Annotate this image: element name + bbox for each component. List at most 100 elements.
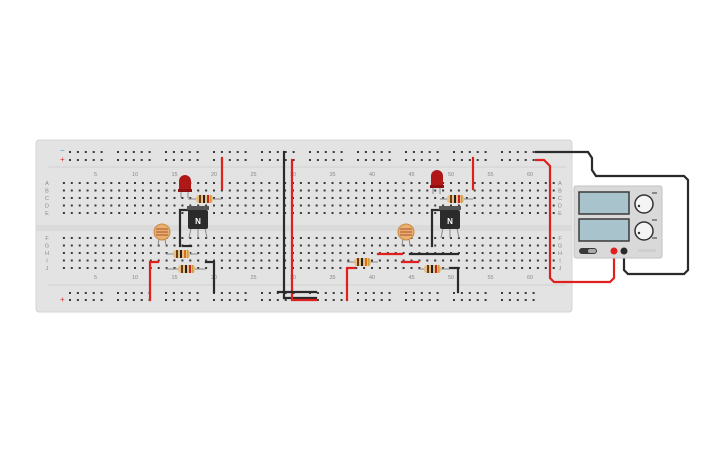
breadboard-hole[interactable] xyxy=(94,204,97,207)
breadboard-hole[interactable] xyxy=(529,212,531,214)
breadboard-hole[interactable] xyxy=(434,204,437,207)
breadboard-hole[interactable] xyxy=(118,197,121,199)
breadboard-hole[interactable] xyxy=(378,197,381,199)
breadboard-hole[interactable] xyxy=(457,244,460,247)
breadboard-hole[interactable] xyxy=(489,182,492,184)
breadboard-hole[interactable] xyxy=(428,159,431,161)
breadboard-hole[interactable] xyxy=(268,159,271,161)
breadboard-hole[interactable] xyxy=(299,204,302,207)
breadboard-hole[interactable] xyxy=(92,299,95,301)
breadboard-hole[interactable] xyxy=(331,252,334,254)
breadboard-hole[interactable] xyxy=(276,182,279,184)
breadboard-hole[interactable] xyxy=(497,244,500,247)
breadboard-hole[interactable] xyxy=(315,252,318,254)
breadboard-hole[interactable] xyxy=(364,292,367,294)
breadboard-hole[interactable] xyxy=(84,159,87,161)
breadboard-hole[interactable] xyxy=(460,151,463,153)
breadboard-hole[interactable] xyxy=(228,267,231,269)
breadboard-hole[interactable] xyxy=(363,189,366,192)
breadboard-hole[interactable] xyxy=(299,267,302,269)
breadboard-hole[interactable] xyxy=(355,212,358,214)
breadboard-hole[interactable] xyxy=(228,182,231,184)
breadboard-hole[interactable] xyxy=(276,237,279,239)
breadboard-hole[interactable] xyxy=(378,244,381,247)
breadboard-hole[interactable] xyxy=(141,197,144,199)
breadboard-hole[interactable] xyxy=(197,182,200,184)
breadboard-hole[interactable] xyxy=(86,267,89,269)
breadboard-hole[interactable] xyxy=(378,237,381,239)
breadboard-hole[interactable] xyxy=(412,159,415,161)
breadboard-hole[interactable] xyxy=(149,244,152,247)
breadboard-hole[interactable] xyxy=(489,212,492,214)
breadboard-hole[interactable] xyxy=(357,299,359,301)
breadboard-hole[interactable] xyxy=(132,299,135,301)
breadboard-hole[interactable] xyxy=(118,267,121,269)
breadboard-hole[interactable] xyxy=(228,212,231,214)
breadboard-hole[interactable] xyxy=(276,259,279,262)
breadboard-hole[interactable] xyxy=(536,212,539,214)
breadboard-hole[interactable] xyxy=(521,252,524,254)
breadboard-hole[interactable] xyxy=(315,182,318,184)
breadboard-hole[interactable] xyxy=(148,151,151,153)
breadboard-hole[interactable] xyxy=(213,237,215,239)
breadboard-hole[interactable] xyxy=(276,252,279,254)
breadboard-hole[interactable] xyxy=(62,252,65,254)
breadboard-hole[interactable] xyxy=(426,237,429,239)
breadboard-hole[interactable] xyxy=(126,244,129,247)
breadboard-hole[interactable] xyxy=(213,244,215,247)
breadboard-hole[interactable] xyxy=(228,197,231,199)
breadboard-hole[interactable] xyxy=(165,182,168,184)
breadboard-hole[interactable] xyxy=(513,212,516,214)
breadboard-hole[interactable] xyxy=(552,267,555,269)
breadboard-hole[interactable] xyxy=(521,182,524,184)
breadboard-hole[interactable] xyxy=(276,212,279,214)
breadboard-hole[interactable] xyxy=(460,159,463,161)
breadboard-hole[interactable] xyxy=(228,299,231,301)
breadboard-hole[interactable] xyxy=(252,237,255,239)
breadboard-hole[interactable] xyxy=(62,182,65,184)
breadboard-hole[interactable] xyxy=(529,197,531,199)
power-supply[interactable] xyxy=(573,185,663,259)
breadboard-hole[interactable] xyxy=(149,259,152,262)
breadboard-hole[interactable] xyxy=(70,252,73,254)
breadboard-hole[interactable] xyxy=(110,197,113,199)
breadboard-hole[interactable] xyxy=(489,204,492,207)
breadboard-hole[interactable] xyxy=(102,212,105,214)
breadboard-hole[interactable] xyxy=(484,299,487,301)
breadboard-hole[interactable] xyxy=(94,237,97,239)
breadboard-hole[interactable] xyxy=(426,212,429,214)
breadboard-hole[interactable] xyxy=(244,204,247,207)
breadboard-hole[interactable] xyxy=(78,212,81,214)
breadboard-hole[interactable] xyxy=(340,151,343,153)
breadboard-hole[interactable] xyxy=(197,252,200,254)
breadboard-hole[interactable] xyxy=(102,244,105,247)
breadboard-hole[interactable] xyxy=(332,159,335,161)
breadboard-hole[interactable] xyxy=(505,259,508,262)
breadboard-hole[interactable] xyxy=(172,292,175,294)
breadboard-hole[interactable] xyxy=(428,151,431,153)
breadboard-hole[interactable] xyxy=(465,212,468,214)
breadboard-hole[interactable] xyxy=(434,212,437,214)
breadboard-hole[interactable] xyxy=(436,159,439,161)
breadboard-hole[interactable] xyxy=(521,267,524,269)
breadboard-hole[interactable] xyxy=(453,151,455,153)
breadboard-hole[interactable] xyxy=(544,267,547,269)
breadboard-hole[interactable] xyxy=(508,151,511,153)
breadboard-hole[interactable] xyxy=(484,292,487,294)
breadboard-hole[interactable] xyxy=(331,237,334,239)
breadboard-hole[interactable] xyxy=(228,159,231,161)
breadboard-hole[interactable] xyxy=(181,204,184,207)
breadboard-hole[interactable] xyxy=(205,252,208,254)
breadboard-hole[interactable] xyxy=(331,182,334,184)
breadboard-hole[interactable] xyxy=(371,204,373,207)
breadboard-hole[interactable] xyxy=(536,252,539,254)
breadboard-hole[interactable] xyxy=(228,244,231,247)
breadboard-hole[interactable] xyxy=(299,197,302,199)
breadboard-hole[interactable] xyxy=(315,237,318,239)
breadboard-hole[interactable] xyxy=(276,204,279,207)
breadboard-hole[interactable] xyxy=(102,204,105,207)
breadboard-hole[interactable] xyxy=(236,252,239,254)
breadboard-hole[interactable] xyxy=(126,259,129,262)
breadboard-hole[interactable] xyxy=(205,237,208,239)
breadboard-hole[interactable] xyxy=(331,267,334,269)
